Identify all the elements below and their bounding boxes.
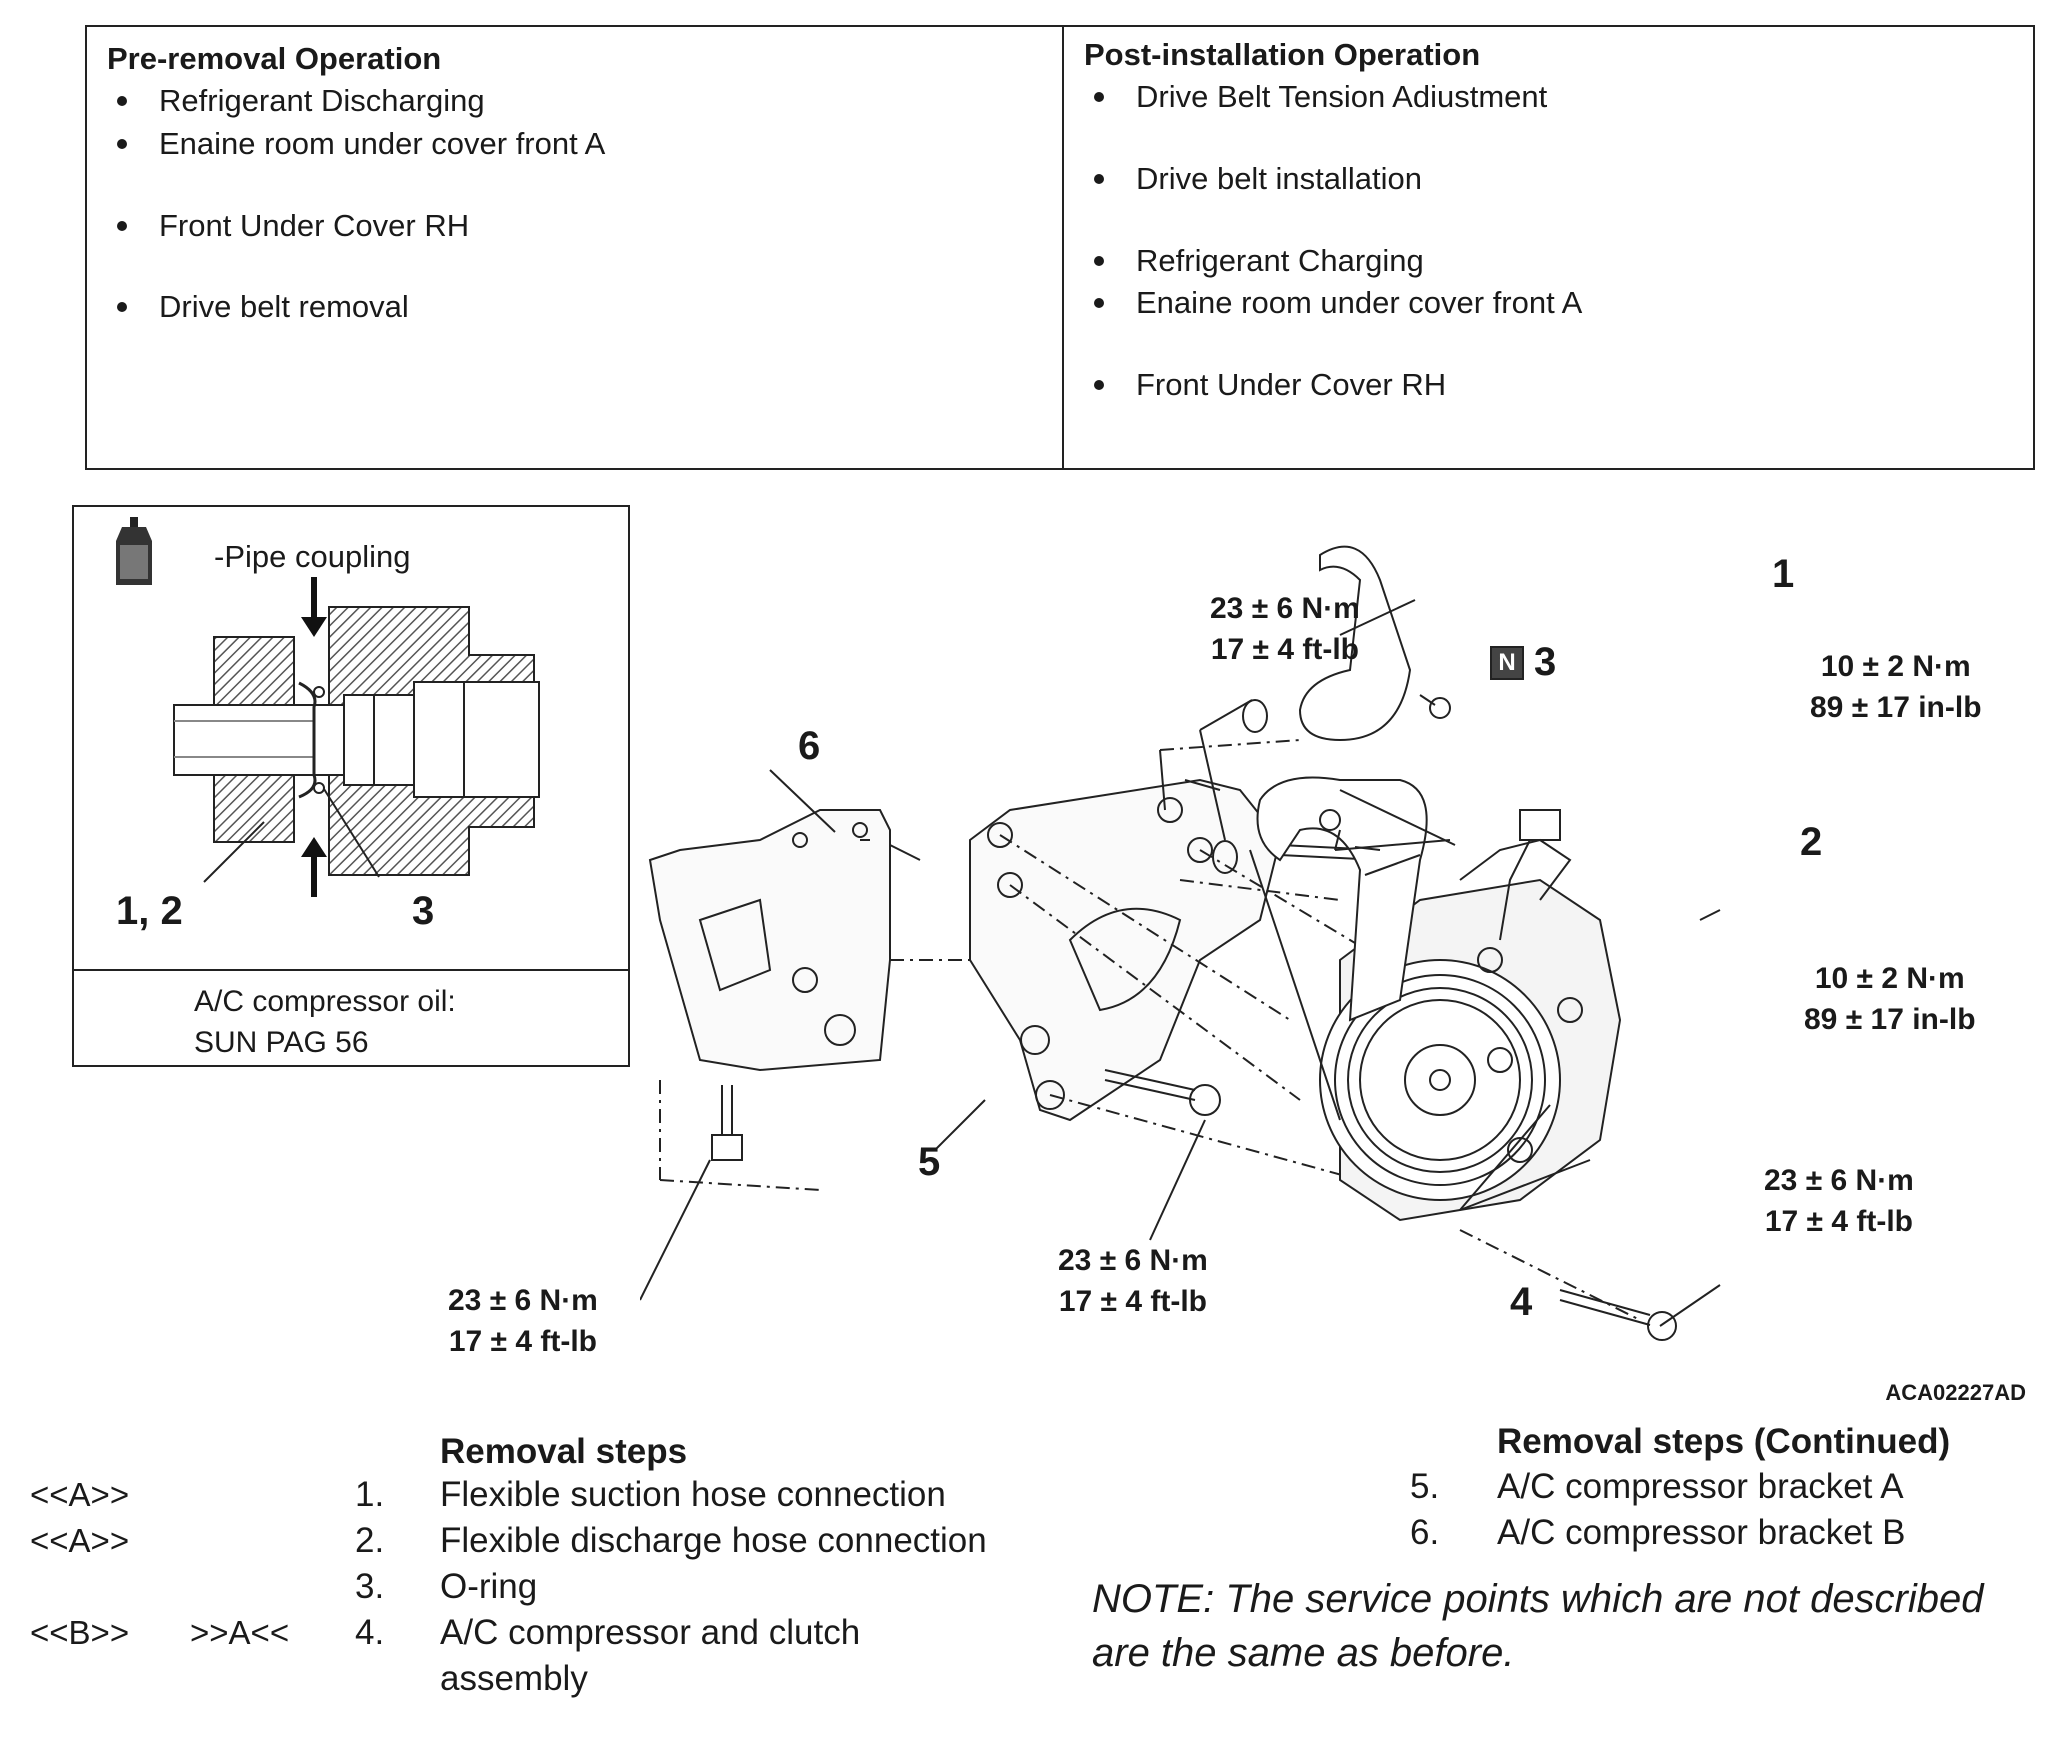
exploded-view-drawing [648, 545, 1677, 1341]
service-point-mark: <<A>> [30, 1476, 130, 1513]
callout-3: N 3 [1490, 640, 1556, 685]
step-text: A/C compressor and clutch [440, 1613, 861, 1652]
bullet-icon [1094, 174, 1104, 184]
compressor-oil-spec: A/C compressor oil: SUN PAG 56 [194, 985, 456, 1059]
pre-removal-item: Enaine room under cover front A [107, 126, 605, 162]
step-number: 6. [1410, 1513, 1440, 1552]
post-installation-item: Drive Belt Tension Adiustment [1084, 79, 1547, 115]
step-number: 3. [355, 1567, 385, 1606]
step-text-continued: assembly [440, 1659, 588, 1698]
bullet-icon [1094, 298, 1104, 308]
step-number: 5. [1410, 1467, 1440, 1506]
inset-divider [74, 969, 628, 971]
callout-2: 2 [1800, 820, 1823, 864]
post-installation-item: Refrigerant Charging [1084, 243, 1424, 279]
step-number: 2. [355, 1521, 385, 1560]
bullet-icon [1094, 92, 1104, 102]
removal-steps-title: Removal steps [440, 1432, 688, 1471]
bullet-icon [117, 96, 127, 106]
service-note: NOTE: The service points which are not d… [1092, 1577, 1984, 1675]
pipe-coupling-inset: -Pipe coupling 1, 2 3 A/C compressor oil… [72, 505, 630, 1067]
callout-5: 5 [918, 1140, 941, 1184]
service-point-mark: >>A<< [190, 1614, 290, 1651]
post-installation-item: Front Under Cover RH [1084, 367, 1446, 403]
operations-table: Pre-removal Operation Refrigerant Discha… [85, 25, 2035, 470]
pre-removal-item: Drive belt removal [107, 289, 409, 325]
bullet-icon [117, 302, 127, 312]
callout-1: 1 [1772, 552, 1795, 596]
post-installation-title: Post-installation Operation [1084, 37, 1481, 72]
pipe-coupling-label: -Pipe coupling [214, 539, 411, 574]
removal-steps-continued-title: Removal steps (Continued) [1497, 1422, 1951, 1461]
service-point-mark: <<B>> [30, 1614, 130, 1651]
pre-removal-item: Refrigerant Discharging [107, 83, 485, 119]
callout-4: 4 [1510, 1280, 1533, 1324]
bullet-icon [1094, 256, 1104, 266]
service-point-mark: <<A>> [30, 1522, 130, 1559]
bullet-icon [117, 139, 127, 149]
step-text: Flexible discharge hose connection [440, 1521, 987, 1560]
pre-removal-column: Pre-removal Operation Refrigerant Discha… [87, 27, 1064, 468]
post-installation-item: Enaine room under cover front A [1084, 285, 1582, 321]
callout-1-2: 1, 2 [116, 889, 183, 933]
post-installation-column: Post-installation Operation Drive Belt T… [1064, 27, 2033, 468]
bullet-icon [117, 221, 127, 231]
new-part-mark-icon: N [1490, 645, 1524, 680]
step-number: 4. [355, 1613, 385, 1652]
step-text: O-ring [440, 1567, 538, 1606]
post-installation-item: Drive belt installation [1084, 161, 1422, 197]
callout-3-inset: 3 [412, 889, 435, 933]
pipe-coupling-diagram [116, 517, 540, 897]
pre-removal-item: Front Under Cover RH [107, 208, 469, 244]
figure-code: ACA02227AD [1885, 1380, 2026, 1405]
step-text: A/C compressor bracket A [1497, 1467, 1904, 1506]
callout-6: 6 [798, 724, 821, 768]
step-text: Flexible suction hose connection [440, 1475, 946, 1514]
suction-hose-shape [1298, 545, 1412, 742]
step-number: 1. [355, 1475, 385, 1514]
pre-removal-title: Pre-removal Operation [107, 41, 442, 76]
bullet-icon [1094, 380, 1104, 390]
step-text: A/C compressor bracket B [1497, 1513, 1906, 1552]
oil-bottle-icon [116, 517, 152, 585]
leader-lines [640, 769, 1721, 1327]
discharge-hose-shape [1256, 776, 1428, 1022]
